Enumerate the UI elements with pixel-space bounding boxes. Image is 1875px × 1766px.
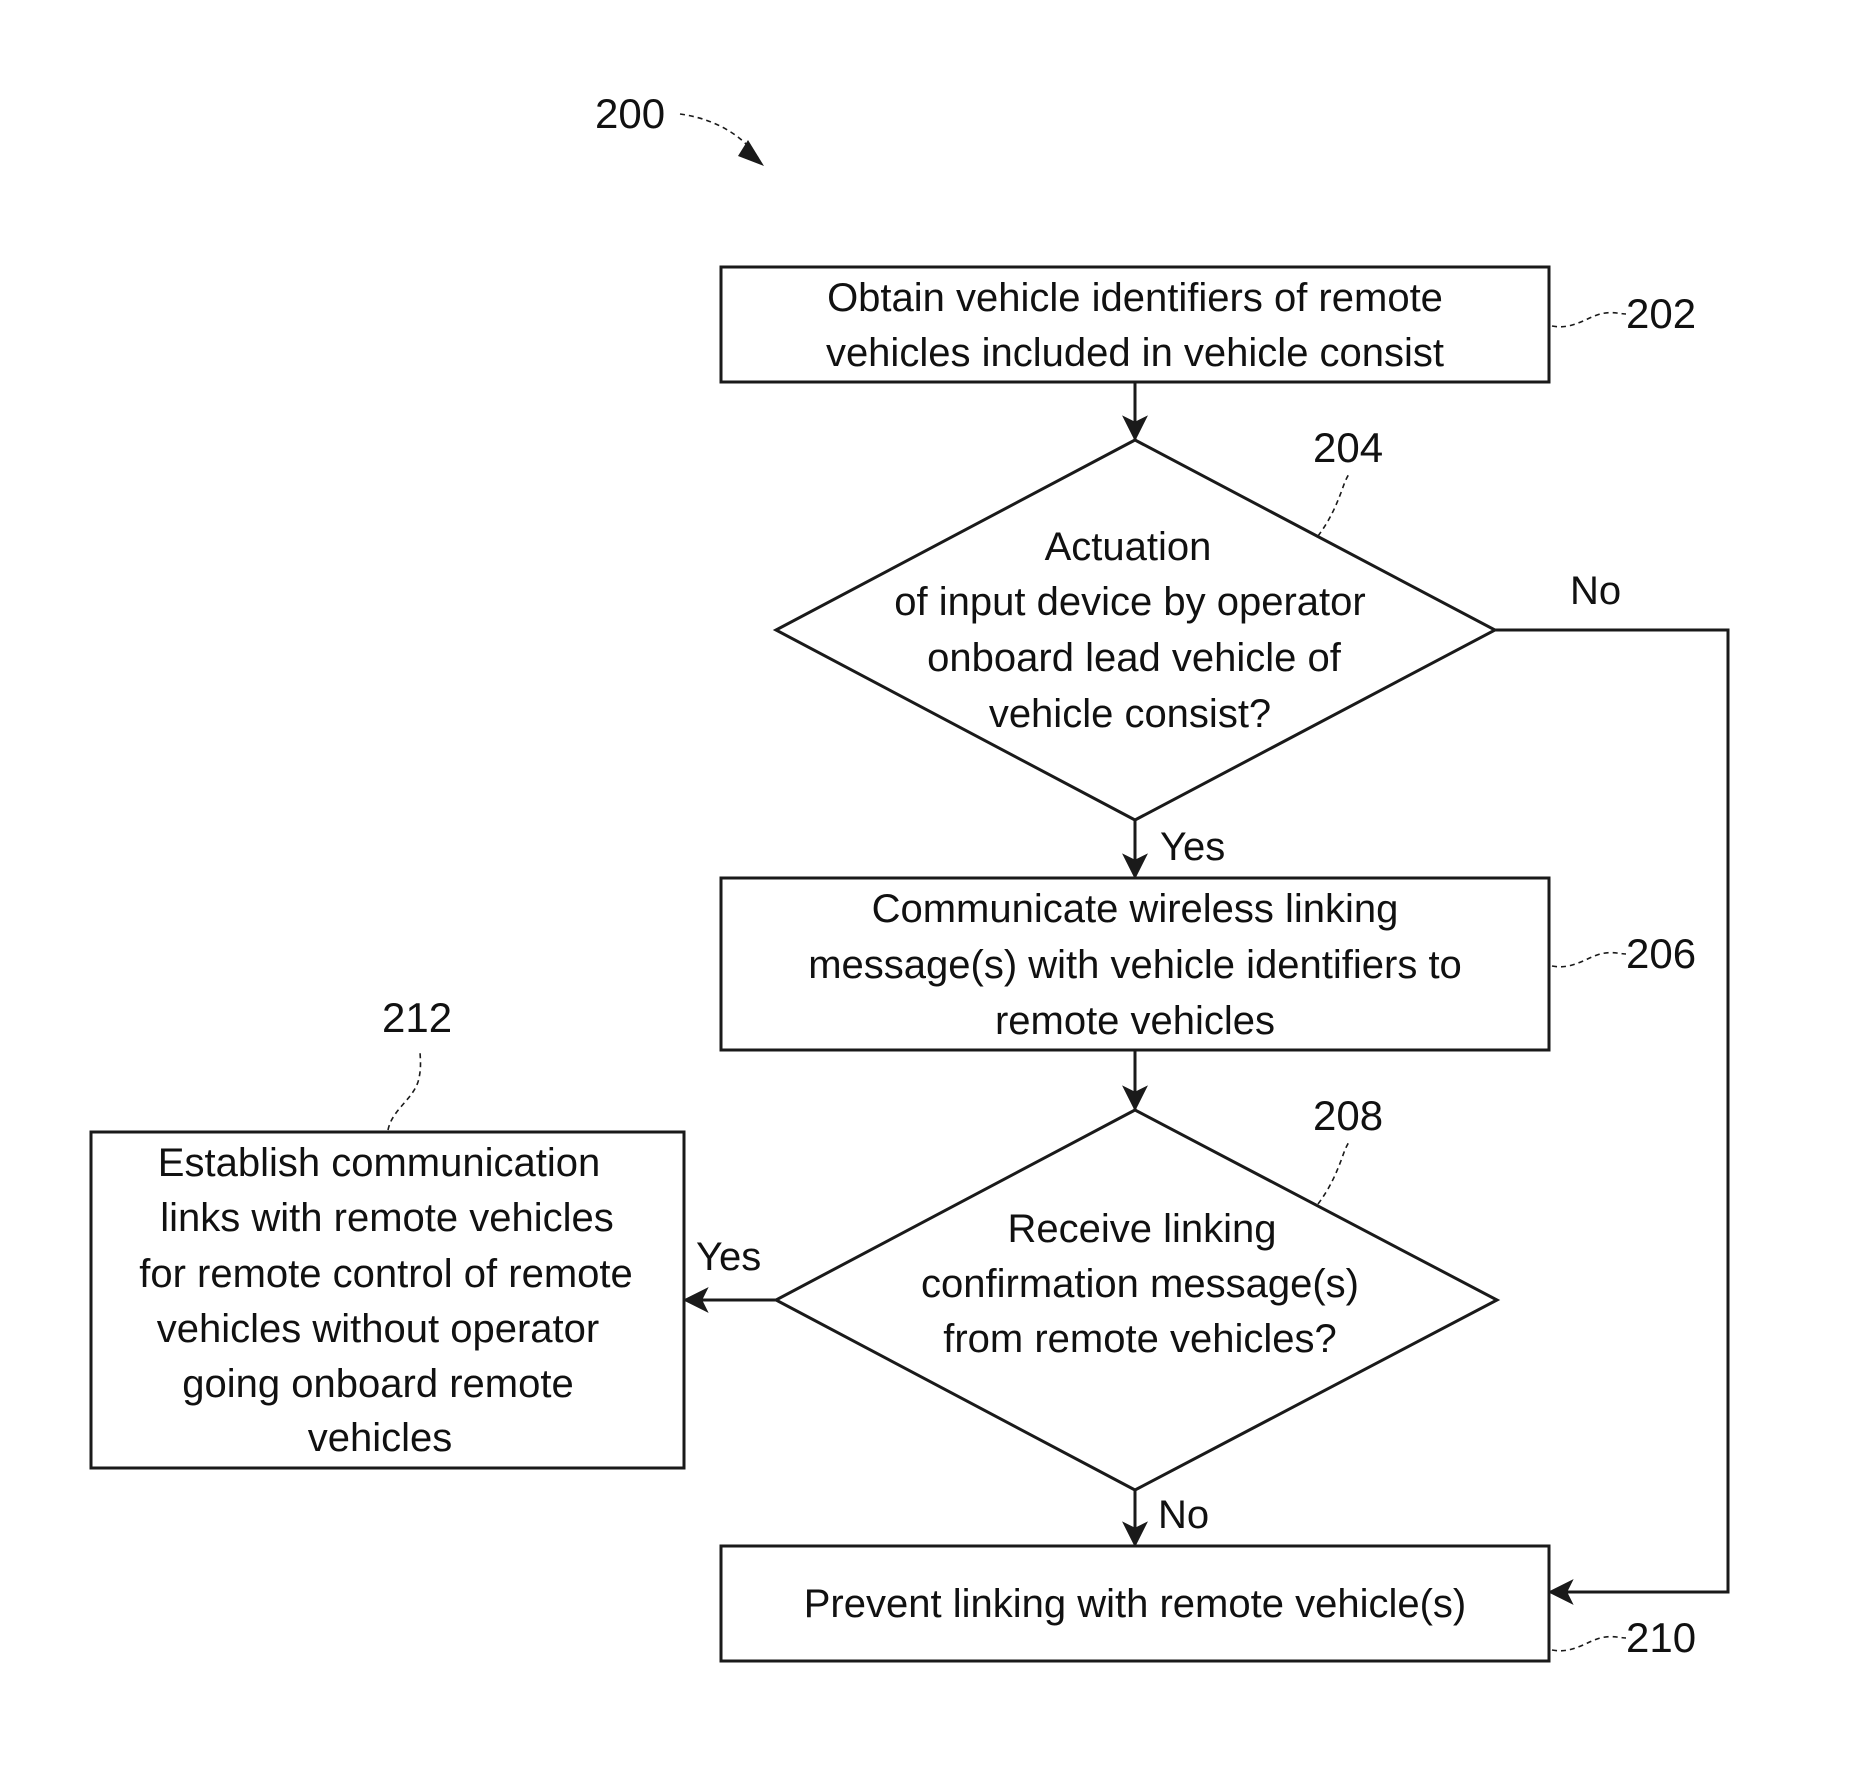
figure-ref-arrowhead (738, 140, 764, 166)
process-212-line-2: links with remote vehicles (160, 1196, 614, 1240)
ref-204-label: 204 (1313, 424, 1383, 471)
decision-208-line-3: from remote vehicles? (943, 1317, 1336, 1361)
process-212-line-6: vehicles (308, 1416, 453, 1460)
branch-label-204-yes: Yes (1160, 825, 1225, 869)
process-206-line-2: message(s) with vehicle identifiers to (808, 943, 1462, 987)
ref-210-leader (1552, 1637, 1626, 1651)
ref-204-leader (1318, 472, 1350, 536)
process-210-line-1: Prevent linking with remote vehicle(s) (804, 1582, 1466, 1626)
process-202-line-2: vehicles included in vehicle consist (826, 331, 1444, 375)
connector-204-no-to-210 (1495, 630, 1728, 1592)
decision-208-line-1: Receive linking (1007, 1207, 1276, 1251)
branch-label-208-no: No (1158, 1493, 1209, 1537)
process-212-line-5: going onboard remote (182, 1362, 573, 1406)
process-212-line-3: for remote control of remote (139, 1252, 633, 1296)
decision-diamond-208: Receive linking confirmation message(s) … (776, 1110, 1497, 1490)
branch-label-204-no: No (1570, 569, 1621, 613)
figure-ref-label: 200 (595, 90, 665, 137)
ref-202-leader (1552, 313, 1626, 327)
branch-label-208-yes: Yes (696, 1235, 761, 1279)
decision-204-line-4: vehicle consist? (989, 692, 1271, 736)
process-box-202: Obtain vehicle identifiers of remote veh… (721, 267, 1549, 382)
ref-208-label: 208 (1313, 1092, 1383, 1139)
process-212-line-4: vehicles without operator (157, 1307, 599, 1351)
ref-206-leader (1552, 953, 1626, 967)
decision-204-line-3: onboard lead vehicle of (927, 636, 1342, 680)
decision-204-line-1: Actuation (1045, 525, 1212, 569)
process-box-210: Prevent linking with remote vehicle(s) (721, 1546, 1549, 1661)
process-206-line-1: Communicate wireless linking (872, 887, 1399, 931)
process-box-212: Establish communication links with remot… (91, 1132, 684, 1468)
ref-210-label: 210 (1626, 1614, 1696, 1661)
decision-diamond-204: Actuation of input device by operator on… (776, 440, 1495, 820)
ref-212-leader (388, 1050, 421, 1130)
process-202-line-1: Obtain vehicle identifiers of remote (827, 276, 1443, 320)
process-206-line-3: remote vehicles (995, 999, 1275, 1043)
process-box-206: Communicate wireless linking message(s) … (721, 878, 1549, 1050)
ref-206-label: 206 (1626, 930, 1696, 977)
ref-208-leader (1318, 1140, 1350, 1204)
decision-208-line-2: confirmation message(s) (921, 1262, 1359, 1306)
decision-204-line-2: of input device by operator (894, 580, 1365, 624)
ref-212-label: 212 (382, 994, 452, 1041)
ref-202-label: 202 (1626, 290, 1696, 337)
process-212-line-1: Establish communication (158, 1141, 600, 1185)
